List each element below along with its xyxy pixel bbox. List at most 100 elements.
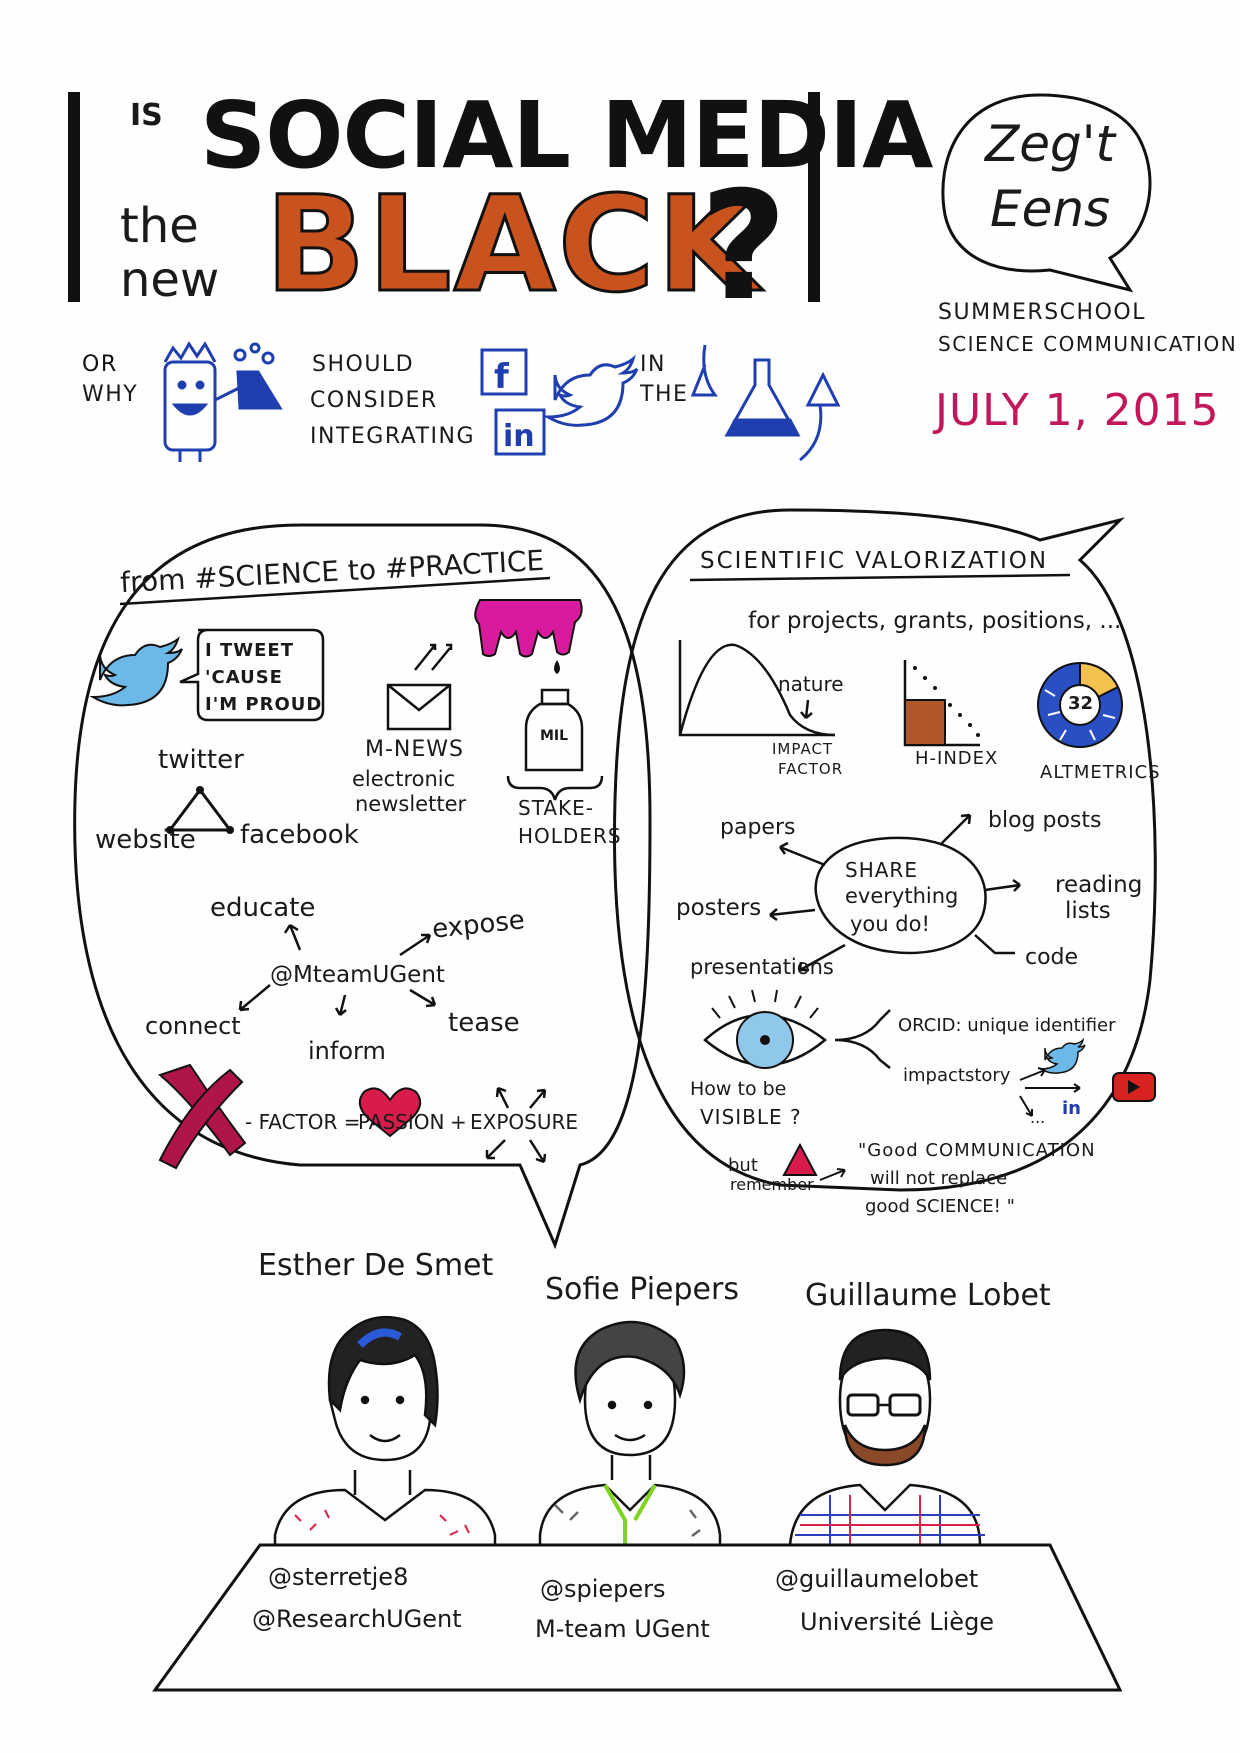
speaker-handle-sofie: @spiepers bbox=[540, 1575, 666, 1603]
title-the: the bbox=[120, 198, 199, 254]
label-twitter: twitter bbox=[158, 745, 244, 775]
mteam-arrows bbox=[238, 923, 437, 1016]
speaker-table bbox=[152, 1543, 1123, 1692]
speaker-org-esther: @ResearchUGent bbox=[252, 1605, 462, 1633]
impactstory-arrows bbox=[1019, 1067, 1081, 1117]
event-line1: SUMMERSCHOOL bbox=[938, 300, 1146, 325]
label-educate: educate bbox=[210, 893, 316, 923]
milk-bottle-label: MIL bbox=[540, 728, 569, 744]
label-visible: VISIBLE ? bbox=[700, 1105, 802, 1129]
youtube-icon bbox=[1112, 1072, 1156, 1102]
twitter-bird-icon bbox=[89, 636, 183, 707]
label-presentations: presentations bbox=[690, 955, 834, 979]
left-heading-underline bbox=[119, 576, 551, 606]
speaker-name-sofie: Sofie Piepers bbox=[545, 1272, 739, 1307]
label-passion: PASSION bbox=[358, 1110, 445, 1134]
tweet-line-1: I TWEET bbox=[205, 640, 294, 661]
label-you-do: you do! bbox=[850, 912, 930, 936]
label-stakeholders-1: STAKE- bbox=[518, 796, 595, 820]
label-newsletter: newsletter bbox=[355, 792, 467, 816]
title-new: new bbox=[120, 252, 220, 308]
tweet-line-2: 'CAUSE bbox=[205, 667, 283, 688]
label-inform: inform bbox=[308, 1037, 386, 1065]
subtitle-should: SHOULD bbox=[312, 352, 415, 377]
speaker-org-sofie: M-team UGent bbox=[535, 1615, 710, 1643]
label-hindex: H-INDEX bbox=[915, 748, 999, 769]
label-stakeholders-2: HOLDERS bbox=[518, 824, 622, 848]
label-papers: papers bbox=[720, 815, 796, 840]
label-but: but bbox=[728, 1155, 758, 1176]
twitter-bird-icon bbox=[542, 354, 639, 427]
label-everything: everything bbox=[845, 884, 959, 908]
label-remember: remember bbox=[730, 1175, 814, 1194]
label-reading: reading bbox=[1055, 872, 1143, 898]
subtitle-the: THE bbox=[640, 382, 689, 407]
title-question-mark: ? bbox=[700, 160, 788, 334]
event-date: JULY 1, 2015 bbox=[935, 385, 1220, 436]
logo-bubble-outline bbox=[941, 93, 1152, 293]
label-impactstory: impactstory bbox=[903, 1065, 1011, 1086]
svg-text:in: in bbox=[503, 419, 535, 454]
flask-cycle-icon bbox=[690, 344, 841, 462]
envelope-icon bbox=[386, 643, 453, 731]
label-orcid: ORCID: unique identifier bbox=[898, 1015, 1116, 1036]
quote-line-2: will not replace bbox=[870, 1168, 1008, 1189]
label-website: website bbox=[95, 825, 196, 855]
label-share: SHARE bbox=[845, 858, 918, 882]
title-black: BLACK bbox=[263, 167, 762, 324]
label-altmetrics: ALTMETRICS bbox=[1040, 762, 1161, 783]
right-title-bar bbox=[808, 92, 820, 302]
speaker-sofie-portrait bbox=[538, 1320, 722, 1557]
impact-factor-chart-icon bbox=[678, 640, 836, 737]
speaker-name-esther: Esther De Smet bbox=[258, 1248, 494, 1283]
h-index-chart-icon bbox=[903, 660, 980, 747]
altmetric-score: 32 bbox=[1068, 693, 1094, 714]
speaker-name-guillaume: Guillaume Lobet bbox=[805, 1278, 1051, 1313]
left-title-bar bbox=[68, 92, 80, 302]
tweet-line-3: I'M PROUD bbox=[205, 694, 323, 715]
exposure-arrows bbox=[485, 1086, 547, 1164]
logo-line1: Zeg't bbox=[985, 115, 1116, 173]
speaker-handle-guillaume: @guillaumelobet bbox=[775, 1565, 979, 1593]
speaker-org-guillaume: Université Liège bbox=[800, 1608, 995, 1636]
label-connect: connect bbox=[145, 1012, 241, 1040]
svg-text:f: f bbox=[494, 357, 510, 397]
label-factor-eq: - FACTOR = bbox=[245, 1110, 361, 1134]
title-is: IS bbox=[130, 98, 163, 133]
speaker-handle-esther: @sterretje8 bbox=[268, 1563, 409, 1591]
udder-icon bbox=[474, 598, 583, 658]
label-how-to-be: How to be bbox=[690, 1078, 787, 1100]
right-speech-bubble-outline bbox=[613, 508, 1157, 1192]
right-heading-underline bbox=[689, 573, 1071, 582]
subtitle-or: OR bbox=[82, 352, 118, 377]
title-social-media: SOCIAL MEDIA bbox=[200, 82, 933, 189]
label-exposure: EXPOSURE bbox=[470, 1110, 579, 1134]
x-factor-mark bbox=[157, 1063, 247, 1170]
label-for-projects: for projects, grants, positions, ... bbox=[748, 608, 1122, 634]
label-blog-posts: blog posts bbox=[988, 808, 1102, 833]
label-mteam-handle: @MteamUGent bbox=[270, 962, 445, 988]
share-arrows bbox=[769, 813, 1021, 972]
label-impact: IMPACT bbox=[772, 740, 834, 758]
label-ellipsis: ... bbox=[1030, 1108, 1046, 1127]
warning-triangle-icon bbox=[782, 1142, 818, 1176]
subtitle-consider: CONSIDER bbox=[310, 388, 438, 413]
linkedin-icon: in bbox=[494, 408, 546, 456]
label-lists: lists bbox=[1065, 898, 1111, 924]
label-plus: + bbox=[450, 1110, 467, 1134]
logo-line2: Eens bbox=[990, 180, 1111, 238]
stakeholders-brace bbox=[506, 775, 604, 801]
label-tease: tease bbox=[448, 1008, 520, 1038]
speaker-esther-portrait bbox=[273, 1315, 497, 1557]
scientist-character-icon bbox=[163, 341, 283, 462]
label-factor: FACTOR bbox=[778, 760, 844, 778]
subtitle-why: WHY bbox=[82, 382, 139, 407]
twitter-bird-icon bbox=[1038, 1037, 1086, 1074]
linkedin-small-icon: in bbox=[1062, 1098, 1081, 1119]
label-posters: posters bbox=[676, 895, 762, 921]
share-circle bbox=[814, 836, 987, 955]
event-line2: SCIENCE COMMUNICATION bbox=[938, 332, 1238, 356]
label-nature: nature bbox=[778, 672, 844, 696]
left-speech-bubble-outline bbox=[73, 523, 652, 1250]
